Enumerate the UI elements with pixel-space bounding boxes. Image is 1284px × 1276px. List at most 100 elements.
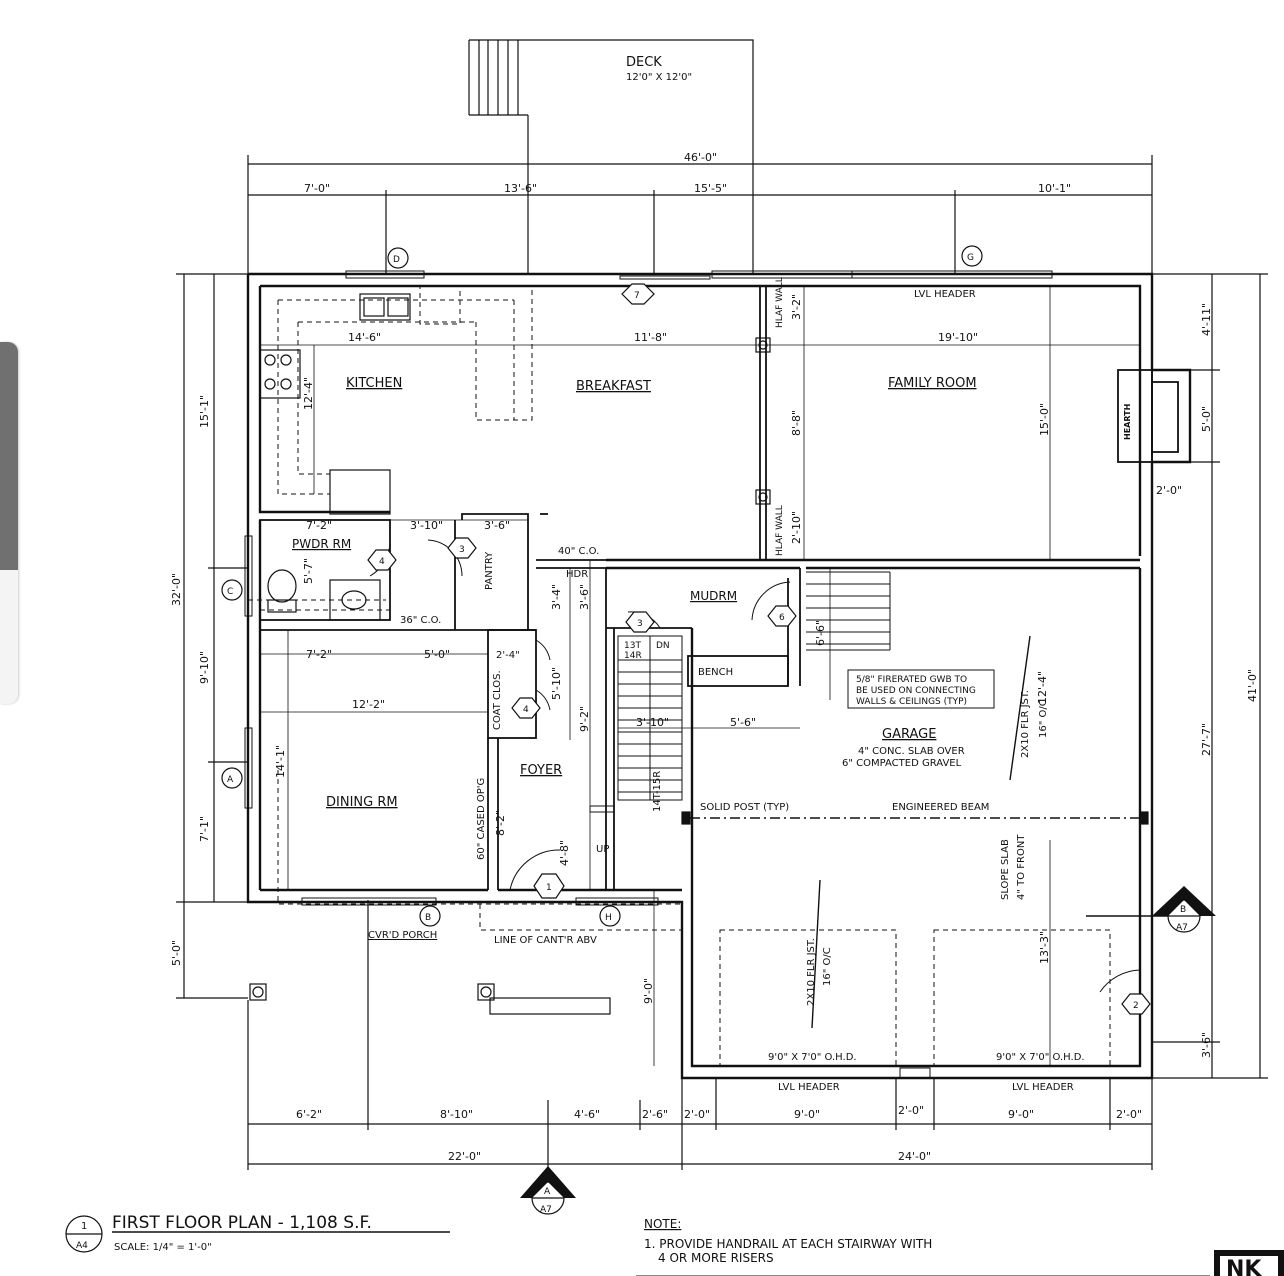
room-garage: GARAGE	[882, 727, 936, 742]
porch-column-left	[249, 983, 267, 1001]
dim-l5: 5'-0"	[170, 940, 183, 966]
dim-b9: 2'-0"	[1116, 1108, 1142, 1121]
door-tag-1	[533, 873, 565, 899]
dim-b8: 9'-0"	[1008, 1108, 1034, 1121]
range	[259, 349, 301, 399]
grid-bubble-c	[221, 579, 243, 601]
section-a-label: A	[544, 1187, 551, 1197]
nk-logo-text: NK	[1226, 1257, 1262, 1276]
dim-c4: 3'-10"	[636, 716, 669, 729]
note-line1: 1. PROVIDE HANDRAIL AT EACH STAIRWAY WIT…	[644, 1237, 932, 1251]
co40-label: 40" C.O.	[558, 546, 599, 557]
dim-l2: 32'-0"	[170, 573, 183, 606]
room-mudrm: MUDRM	[690, 589, 737, 603]
dim-r5: 3'-6"	[1200, 1032, 1213, 1058]
dim-k1: 14'-6"	[348, 331, 381, 344]
door-4a-label: 4	[379, 557, 385, 567]
vanity	[329, 579, 381, 621]
dim-c5: 5'-6"	[730, 716, 756, 729]
dim-overall-top: 46'-0"	[684, 151, 717, 164]
grid-bubble-a	[221, 767, 243, 789]
firerated-line1: 5/8" FIRERATED GWB TO	[856, 675, 967, 685]
room-breakfast: BREAKFAST	[576, 379, 651, 394]
dim-p4: 5'-7"	[302, 558, 315, 584]
detail-sheet: A4	[76, 1241, 88, 1251]
room-pwdr: PWDR RM	[292, 537, 351, 551]
dim-k5: 3'-2"	[790, 294, 803, 320]
slab-line1: 4" CONC. SLAB OVER	[858, 746, 965, 757]
firerated-line3: WALLS & CEILINGS (TYP)	[856, 697, 967, 707]
dim-r2: 5'-0"	[1200, 406, 1213, 432]
dim-d2: 5'-0"	[424, 648, 450, 661]
joist-lower-b: 16" O/C	[822, 947, 833, 986]
stair-14r: 14R	[624, 651, 642, 661]
room-pantry: PANTRY	[484, 551, 495, 590]
grid-b-label: B	[425, 913, 431, 923]
grid-h-label: H	[605, 913, 612, 923]
kitchen-sink	[359, 293, 411, 321]
dim-f2: 4'-8"	[558, 840, 571, 866]
stair-14t: 14T-15R	[652, 771, 663, 812]
joist-upper-a: 2X10 FLR JST.	[1020, 690, 1031, 758]
hlaf-wall-top: HLAF WALL	[775, 277, 785, 328]
room-kitchen: KITCHEN	[346, 376, 402, 391]
grid-bubble-g	[961, 245, 983, 267]
dim-l1: 15'-1"	[198, 395, 211, 428]
dim-c2: 5'-10"	[550, 667, 563, 700]
door-2-label: 2	[1133, 1001, 1139, 1011]
section-a-sheet: A7	[540, 1205, 552, 1215]
door-3a-label: 3	[459, 545, 465, 555]
dim-t4: 10'-1"	[1038, 182, 1071, 195]
dim-b2: 8'-10"	[440, 1108, 473, 1121]
dim-ob1: 22'-0"	[448, 1150, 481, 1163]
lvl-header-right: LVL HEADER	[1012, 1082, 1074, 1093]
co36-label: 36" C.O.	[400, 615, 441, 626]
dim-c3: 9'-2"	[578, 706, 591, 732]
dim-r1: 4'-11"	[1200, 303, 1213, 336]
dim-b5: 2'-0"	[684, 1108, 710, 1121]
dim-f1: 8'-2"	[494, 810, 507, 836]
dim-b4: 2'-6"	[642, 1108, 668, 1121]
door-tag-7	[621, 283, 655, 305]
door-tag-2	[1121, 993, 1151, 1015]
door-tag-3a	[447, 537, 477, 559]
stair-13t: 13T	[624, 641, 641, 651]
door-3b-label: 3	[637, 619, 643, 629]
windows	[244, 270, 1053, 1079]
dim-b6: 9'-0"	[794, 1108, 820, 1121]
dim-g3: 9'-0"	[642, 978, 655, 1004]
dim-l3: 9'-10"	[198, 651, 211, 684]
solid-post-left	[681, 811, 691, 825]
door-6-label: 6	[779, 613, 785, 623]
door-tag-3b	[625, 611, 655, 633]
side-panel-handle[interactable]	[0, 342, 18, 570]
room-dining: DINING RM	[326, 795, 398, 810]
side-panel-tab[interactable]	[0, 342, 18, 704]
dim-k3: 19'-10"	[938, 331, 978, 344]
firerated-note-box	[847, 669, 995, 709]
dim-r4: 41'-0"	[1246, 669, 1259, 702]
dim-b1: 6'-2"	[296, 1108, 322, 1121]
plan-title: FIRST FLOOR PLAN - 1,108 S.F.	[112, 1213, 372, 1233]
lvl-header-left: LVL HEADER	[778, 1082, 840, 1093]
toilet	[267, 569, 297, 603]
dim-k4: 12'-4"	[302, 377, 315, 410]
section-b-label: B	[1180, 905, 1186, 915]
door-tag-6	[767, 605, 797, 627]
dim-ob2: 24'-0"	[898, 1150, 931, 1163]
door-4b-label: 4	[523, 705, 529, 715]
grid-d-label: D	[393, 255, 400, 265]
grid-c-label: C	[227, 587, 233, 597]
joist-upper-b: 16" O/C	[1038, 699, 1049, 738]
staircase	[589, 571, 891, 813]
dim-k2: 11'-8"	[634, 331, 667, 344]
door-1-label: 1	[546, 883, 552, 893]
dim-p1: 7'-2"	[306, 519, 332, 532]
deck-label: DECK	[626, 55, 662, 70]
dim-m3: 6'-6"	[814, 620, 827, 646]
dim-m2: 3'-6"	[578, 584, 591, 610]
dim-r3: 27'-7"	[1200, 723, 1213, 756]
dim-d3: 12'-2"	[352, 698, 385, 711]
hearth-label: HEARTH	[1123, 404, 1132, 440]
door-tag-4b	[511, 697, 541, 719]
